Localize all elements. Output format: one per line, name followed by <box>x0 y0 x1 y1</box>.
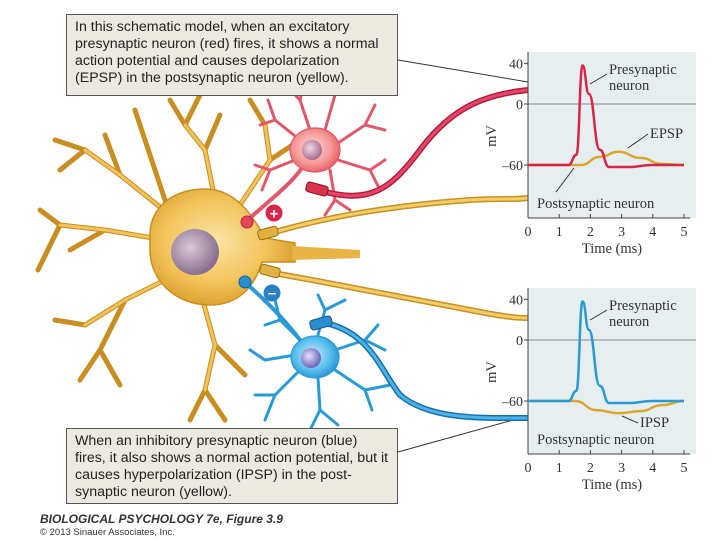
presynaptic-label: Presynaptic <box>609 62 677 78</box>
presynaptic-label-2: neuron <box>609 314 650 330</box>
postsynaptic-neuron <box>35 92 360 423</box>
y-tick-label: –60 <box>501 395 523 410</box>
response-pointer <box>627 133 649 149</box>
x-tick-label: 3 <box>618 225 625 240</box>
plot-background <box>528 52 696 218</box>
x-tick-label: 2 <box>587 225 594 240</box>
credit-copyright: © 2013 Sinauer Associates, Inc. <box>40 527 175 538</box>
presynaptic-label-2: neuron <box>609 78 650 94</box>
top-postsynaptic-electrode <box>264 195 529 238</box>
response-pointer <box>621 415 639 424</box>
y-tick-label: 40 <box>509 293 523 308</box>
excitatory-presynaptic-neuron <box>240 73 387 229</box>
x-tick-label: 1 <box>556 461 563 476</box>
callout-excitatory: In this schematic model, when an excitat… <box>66 14 398 96</box>
callout-inhibitory: When an inhibitory presynaptic neuron (b… <box>66 428 398 504</box>
x-tick-label: 3 <box>618 461 625 476</box>
response-label: IPSP <box>640 415 669 431</box>
presynaptic-trace <box>528 300 684 405</box>
inhibitory-sign-text: – <box>268 285 276 302</box>
postsynaptic-label: Postsynaptic neuron <box>537 432 655 448</box>
x-tick-label: 5 <box>681 461 688 476</box>
inhibitory-synapse-terminal <box>238 275 252 289</box>
excitatory-sign-text: + <box>270 206 279 223</box>
x-tick-label: 4 <box>649 461 656 476</box>
excitatory-sign <box>265 204 283 222</box>
presynaptic-trace <box>528 64 684 169</box>
y-tick-label: 40 <box>509 57 523 72</box>
inhibitory-sign <box>263 284 281 302</box>
x-axis-label: Time (ms) <box>582 477 642 493</box>
inhibitory-presynaptic-neuron <box>238 275 392 432</box>
excitatory-synapse-terminal <box>240 215 254 229</box>
response-label: EPSP <box>650 126 683 142</box>
y-tick-label: 0 <box>516 98 523 113</box>
postsynaptic-nucleus <box>171 229 219 275</box>
x-tick-label: 0 <box>525 225 532 240</box>
y-tick-label: 0 <box>516 334 523 349</box>
presynaptic-label: Presynaptic <box>609 298 677 314</box>
x-tick-label: 2 <box>587 461 594 476</box>
y-tick-label: –60 <box>501 159 523 174</box>
postsynaptic-trace <box>528 399 685 415</box>
y-axis-label: mV <box>484 361 500 383</box>
presynaptic-pointer <box>589 73 608 85</box>
x-tick-label: 5 <box>681 225 688 240</box>
plot-background <box>528 288 696 454</box>
postsynaptic-label: Postsynaptic neuron <box>537 196 655 212</box>
x-axis-label: Time (ms) <box>582 241 642 257</box>
x-tick-label: 0 <box>525 461 532 476</box>
credit-title: BIOLOGICAL PSYCHOLOGY 7e, Figure 3.9 <box>40 512 283 526</box>
top-callout-pointer <box>397 59 529 83</box>
y-axis-label: mV <box>484 125 500 147</box>
postsynaptic-pointer <box>555 167 575 193</box>
presynaptic-pointer <box>589 309 608 321</box>
x-tick-label: 1 <box>556 225 563 240</box>
x-tick-label: 4 <box>649 225 656 240</box>
